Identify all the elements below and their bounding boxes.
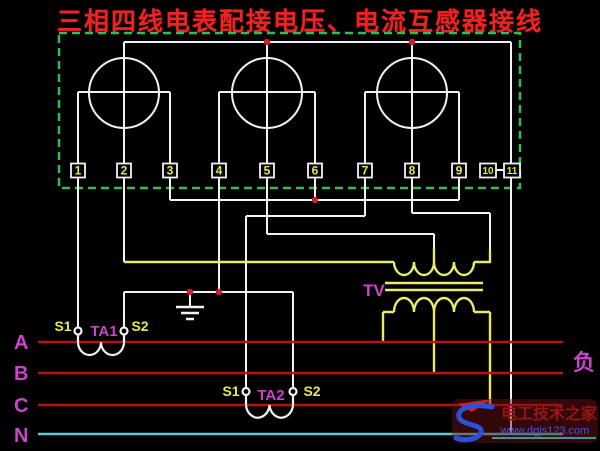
wire-t8-to-tv-right <box>411 178 491 250</box>
terminal-label-1: 1 <box>75 164 82 178</box>
terminal-boxes <box>70 162 521 179</box>
terminal-box-3 <box>162 162 178 179</box>
tv-label: TV <box>363 281 385 300</box>
junction-bus-element3 <box>408 38 416 46</box>
junction-t6-bus <box>311 196 319 204</box>
terminal-box-10 <box>479 162 497 179</box>
ta1-s2-label: S2 <box>131 318 148 334</box>
diagram-title: 三相四线电表配接电压、电流互感器接线 <box>56 8 543 36</box>
terminal-label-3: 3 <box>167 164 174 178</box>
junction-dots <box>186 38 416 296</box>
element1-current-coil <box>77 91 171 163</box>
ta2-stubs <box>244 395 295 405</box>
tv-core <box>385 281 483 292</box>
meter-enclosure-dashed-border <box>57 31 522 190</box>
phase-label-b: B <box>14 363 28 385</box>
phase-label-a: A <box>14 332 28 354</box>
yellow-wires <box>124 248 492 404</box>
element3-current-coil <box>364 91 460 163</box>
ground-symbol <box>176 305 204 321</box>
watermark-background <box>452 399 598 443</box>
junction-bus-element2 <box>263 38 271 46</box>
terminal-box-9 <box>451 162 467 179</box>
tv-secondary-winding <box>392 261 476 277</box>
terminal-label-10: 10 <box>482 166 494 177</box>
watermark-site-name: 电工技术之家 <box>501 404 598 423</box>
terminal-box-7 <box>357 162 373 179</box>
junction-ground <box>186 288 194 296</box>
tv-primary-winding <box>392 296 476 313</box>
ta2-s1-terminal <box>241 386 251 397</box>
terminal-label-2: 2 <box>121 164 128 178</box>
ta2-s2-label: S2 <box>303 383 320 399</box>
ta1-s1-label: S1 <box>54 318 71 334</box>
ta2-label: TA2 <box>257 387 284 404</box>
load-label: 负 <box>573 350 595 375</box>
tv-primary-lead-phase-a <box>381 310 394 341</box>
ta1-stubs <box>76 334 126 342</box>
watermark: 电工技术之家 www.dgjs123.com <box>452 399 598 443</box>
terminal-box-4 <box>211 162 227 179</box>
phase-label-c: C <box>14 395 28 417</box>
terminal-label-4: 4 <box>216 164 223 178</box>
watermark-logo-icon <box>453 399 495 443</box>
ta1-label: TA1 <box>90 323 117 340</box>
terminal-box-8 <box>404 162 420 179</box>
terminal-numbers: 1 2 3 4 5 6 7 8 9 10 11 <box>75 164 518 178</box>
terminal-box-6 <box>307 162 323 179</box>
ta2-s2-terminal <box>288 386 298 397</box>
tv-secondary-right-lead <box>474 250 492 264</box>
ta1-current-transformer <box>73 326 129 357</box>
terminal-strip: 1 2 3 4 5 6 7 8 9 10 11 <box>70 162 521 179</box>
terminal-label-5: 5 <box>264 164 271 178</box>
terminal-box-2 <box>116 162 132 179</box>
ta2-winding <box>244 404 295 419</box>
terminal-label-7: 7 <box>362 164 369 178</box>
terminal-box-1 <box>70 162 86 179</box>
ta2-s1-label: S1 <box>222 383 239 399</box>
ta1-winding <box>76 341 126 357</box>
terminal-label-6: 6 <box>312 164 319 178</box>
tv-primary-lead-phase-c <box>474 310 492 404</box>
terminal-label-8: 8 <box>409 164 416 178</box>
ta1-s1-terminal <box>73 326 83 336</box>
terminal-label-9: 9 <box>456 164 463 178</box>
phase-label-n: N <box>14 425 28 447</box>
wire-t7-to-ta2-s1 <box>245 178 366 388</box>
terminal-box-5 <box>259 162 275 179</box>
junction-t4-s2bus <box>215 288 223 296</box>
white-wires <box>77 41 512 434</box>
watermark-site-url: www.dgjs123.com <box>500 425 590 437</box>
ta1-s2-terminal <box>119 326 129 336</box>
terminal-box-11 <box>503 162 521 179</box>
wire-t5-to-tv-center <box>266 178 434 235</box>
terminal-label-11: 11 <box>507 166 518 177</box>
phase-labels: A B C N <box>14 332 28 447</box>
element2-current-coil <box>218 91 316 163</box>
ta2-current-transformer <box>241 386 298 419</box>
